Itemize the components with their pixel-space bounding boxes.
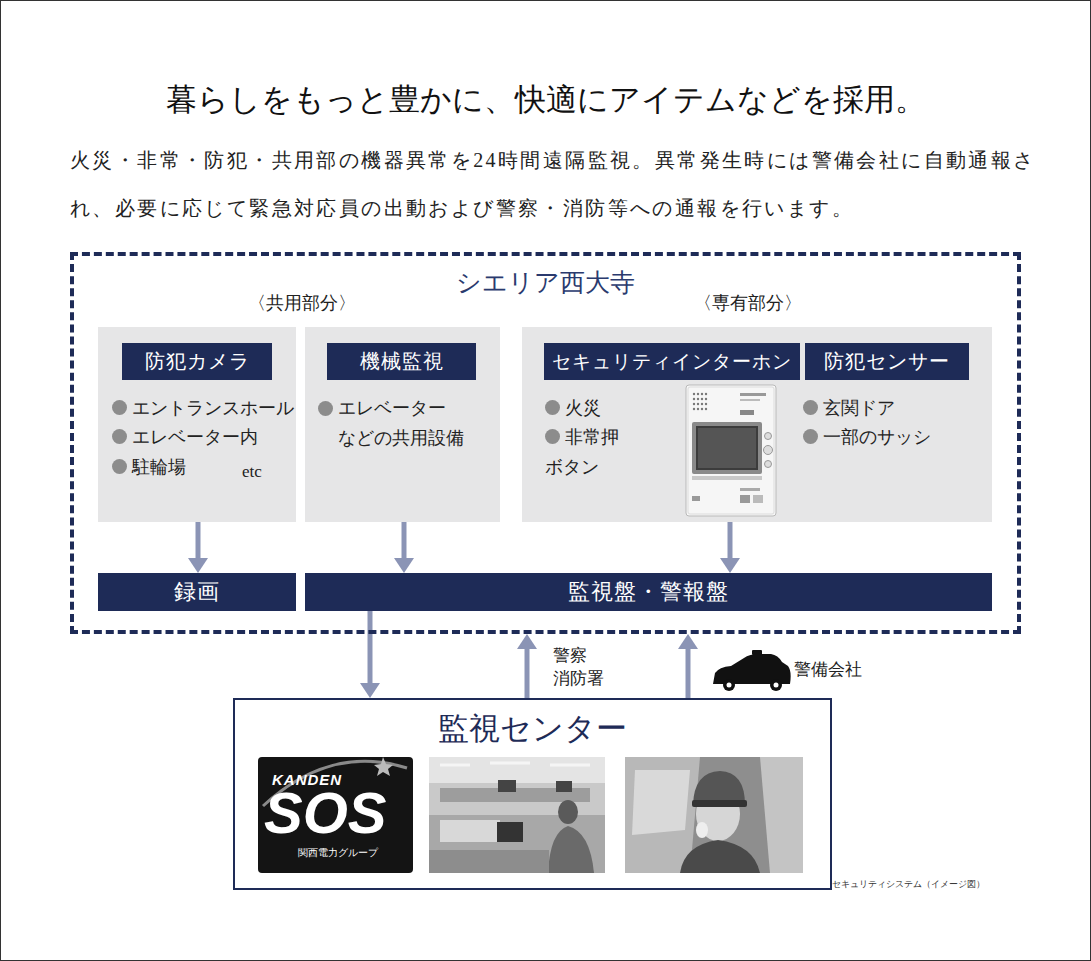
item-text: エレベーター内 (132, 427, 258, 447)
bullet-dot (545, 400, 560, 415)
bullet-item: エントランスホール (112, 393, 294, 423)
arrow-shaft (525, 648, 530, 698)
item-text: エントランスホール (132, 398, 294, 418)
heading-band: 防犯カメラ (122, 343, 272, 380)
arrow-shaft (686, 648, 691, 698)
bullet-item: 一部のサッシ (803, 422, 931, 452)
arrow-connector (517, 634, 537, 698)
building-name: シエリア西大寺 (70, 266, 1021, 300)
bullet-item: エレベーター内 (112, 422, 258, 452)
edge-label: 警察 消防署 (553, 644, 609, 690)
band-label: 防犯カメラ (145, 348, 250, 375)
bullet-dot (545, 429, 560, 444)
arrow-shaft (368, 611, 373, 684)
bullet-item: 玄関ドア (803, 393, 895, 423)
item-text: 火災 (565, 398, 601, 418)
item-text: エレベーター などの共用設備 (338, 393, 478, 453)
arrow-connector (678, 634, 698, 698)
heading-band: 防犯センサー (805, 343, 969, 380)
edge-label: 警備会社 (794, 658, 862, 681)
bullet-dot (112, 459, 127, 474)
bullet-dot (112, 429, 127, 444)
arrow-head (360, 683, 380, 698)
arrow-head (720, 558, 740, 573)
logo-group-name: 関西電力グループ (298, 846, 378, 859)
arrow-connector (720, 522, 740, 573)
bullet-dot (803, 429, 818, 444)
bullet-item: エレベーター などの共用設備 (318, 393, 478, 453)
bullet-dot (318, 401, 333, 416)
item-text: 駐輪場 (132, 457, 186, 477)
arrow-head (517, 634, 537, 649)
bullet-dot (112, 400, 127, 415)
description-text: 火災・非常・防犯・共用部の機器異常を24時間遠隔監視。異常発生時には警備会社に自… (70, 136, 1038, 232)
group-label: 〈専有部分〉 (668, 291, 828, 315)
building-boundary: シエリア西大寺エントランスホールエレベーター内駐輪場etc防犯カメラエレベーター… (70, 252, 1021, 634)
band-label: 録画 (174, 577, 220, 607)
bullet-item: 非常押 ボタン (545, 422, 635, 482)
page-title: 暮らしをもっと豊かに、快適にアイテムなどを採用。 (0, 80, 1091, 120)
band-label: 監視盤・警報盤 (568, 577, 729, 607)
band-label: 防犯センサー (824, 348, 950, 375)
etc-note: etc (242, 460, 262, 484)
arrow-connector (360, 611, 380, 698)
logo-mark: SOS (264, 784, 387, 842)
band-label: 機械監視 (360, 348, 444, 375)
center-title: 監視センター (233, 708, 832, 750)
bullet-dot (803, 400, 818, 415)
equipment-panel: エントランスホールエレベーター内駐輪場 etc 防犯カメラ (98, 327, 296, 522)
bullet-item: 駐輪場 (112, 452, 186, 482)
group-label: 〈共用部分〉 (222, 291, 382, 315)
equipment-panel: エレベーター などの共用設備 機械監視 (305, 327, 500, 522)
arrow-shaft (196, 522, 201, 559)
arrow-head (678, 634, 698, 649)
item-text: 一部のサッシ (823, 427, 931, 447)
arrow-connector (188, 522, 208, 573)
equipment-panel: 火災非常押 ボタン 玄関ドア一部のサッシ セキュリティインターホン 防犯センサー (522, 327, 992, 522)
figure-caption: セキュリティシステム（イメージ図） (832, 878, 985, 890)
output-bar: 録画 (98, 573, 296, 611)
arrow-connector (394, 522, 414, 573)
arrow-head (188, 558, 208, 573)
bullet-item: 火災 (545, 393, 601, 423)
band-label: セキュリティインターホン (552, 349, 792, 375)
heading-band: 機械監視 (327, 343, 476, 380)
heading-band: セキュリティインターホン (544, 343, 800, 380)
item-text: 玄関ドア (823, 398, 895, 418)
car-icon (713, 650, 791, 691)
arrow-shaft (728, 522, 733, 559)
output-bar: 監視盤・警報盤 (305, 573, 992, 611)
arrow-head (394, 558, 414, 573)
arrow-shaft (402, 522, 407, 559)
